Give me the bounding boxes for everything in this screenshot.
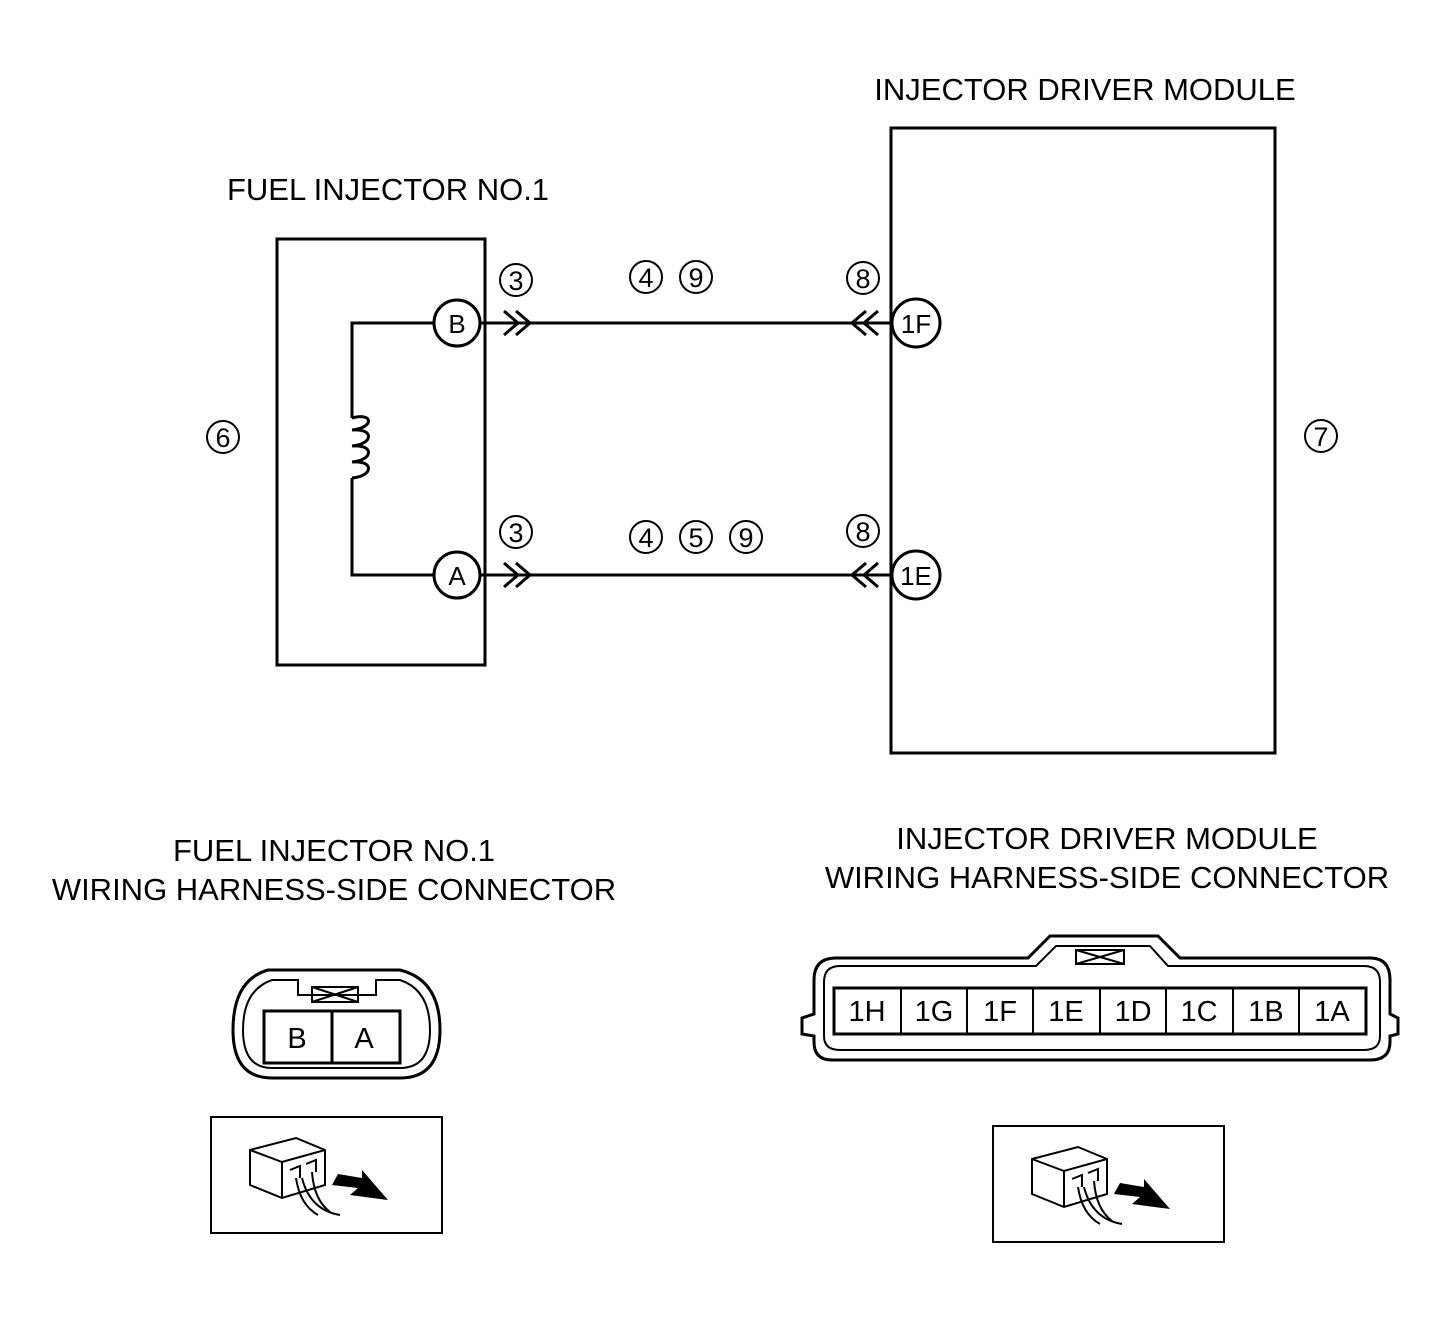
module-connector-pin-1h: 1H <box>848 996 885 1028</box>
svg-text:7: 7 <box>1313 422 1328 452</box>
module-title: INJECTOR DRIVER MODULE <box>874 72 1295 107</box>
svg-text:A: A <box>448 561 466 591</box>
harness-side-view-icon <box>992 1125 1225 1243</box>
connector-chevron-1e <box>849 561 879 589</box>
injector-coil <box>350 321 434 577</box>
module-pin-1e: 1E <box>890 549 942 601</box>
module-connector-title-1: INJECTOR DRIVER MODULE <box>896 821 1317 856</box>
svg-text:3: 3 <box>508 518 523 548</box>
svg-text:9: 9 <box>688 263 703 293</box>
module-harness-connector: 1H 1G 1F 1E 1D 1C 1B 1A <box>800 934 1400 1062</box>
callout-4-upper: 4 <box>629 260 663 294</box>
callout-3-upper: 3 <box>499 263 533 297</box>
callout-8-upper: 8 <box>846 261 880 295</box>
connector-chevron-b <box>503 309 533 337</box>
module-connector-pin-1f: 1F <box>983 996 1017 1028</box>
injector-title: FUEL INJECTOR NO.1 <box>227 172 549 207</box>
svg-text:3: 3 <box>508 266 523 296</box>
injector-connector-pin-b: B <box>287 1023 306 1055</box>
callout-9-upper: 9 <box>679 260 713 294</box>
injector-pin-a: A <box>432 550 482 600</box>
injector-harness-connector: B A <box>231 968 442 1080</box>
module-connector-title-2: WIRING HARNESS-SIDE CONNECTOR <box>825 860 1389 895</box>
injector-pin-b: B <box>432 298 482 348</box>
injector-driver-module-box <box>889 126 1277 755</box>
module-connector-pin-1e: 1E <box>1048 996 1083 1028</box>
injector-connector-pin-a: A <box>354 1023 374 1055</box>
callout-9-lower: 9 <box>729 520 763 554</box>
connector-chevron-1f <box>849 309 879 337</box>
svg-text:1E: 1E <box>900 561 932 591</box>
module-connector-pin-1d: 1D <box>1114 996 1151 1028</box>
callout-7: 7 <box>1304 419 1338 453</box>
callout-6: 6 <box>206 420 240 454</box>
svg-text:1F: 1F <box>901 309 931 339</box>
callout-5-lower: 5 <box>679 520 713 554</box>
injector-connector-title-1: FUEL INJECTOR NO.1 <box>173 833 495 868</box>
svg-text:9: 9 <box>738 523 753 553</box>
svg-text:6: 6 <box>215 423 230 453</box>
svg-text:4: 4 <box>638 263 653 293</box>
svg-text:5: 5 <box>688 523 703 553</box>
fuel-injector-box <box>275 237 487 667</box>
svg-text:4: 4 <box>638 523 653 553</box>
module-connector-pin-1b: 1B <box>1248 996 1283 1028</box>
module-connector-pin-1c: 1C <box>1180 996 1217 1028</box>
callout-4-lower: 4 <box>629 520 663 554</box>
callout-8-lower: 8 <box>846 514 880 548</box>
injector-connector-title-2: WIRING HARNESS-SIDE CONNECTOR <box>52 872 616 907</box>
svg-text:8: 8 <box>855 264 870 294</box>
svg-text:8: 8 <box>855 517 870 547</box>
harness-side-view-icon <box>210 1116 443 1234</box>
module-pin-1f: 1F <box>890 297 942 349</box>
connector-chevron-a <box>503 561 533 589</box>
callout-3-lower: 3 <box>499 515 533 549</box>
module-connector-pin-1a: 1A <box>1314 996 1350 1028</box>
svg-text:B: B <box>448 309 465 339</box>
module-connector-pin-1g: 1G <box>915 996 954 1028</box>
